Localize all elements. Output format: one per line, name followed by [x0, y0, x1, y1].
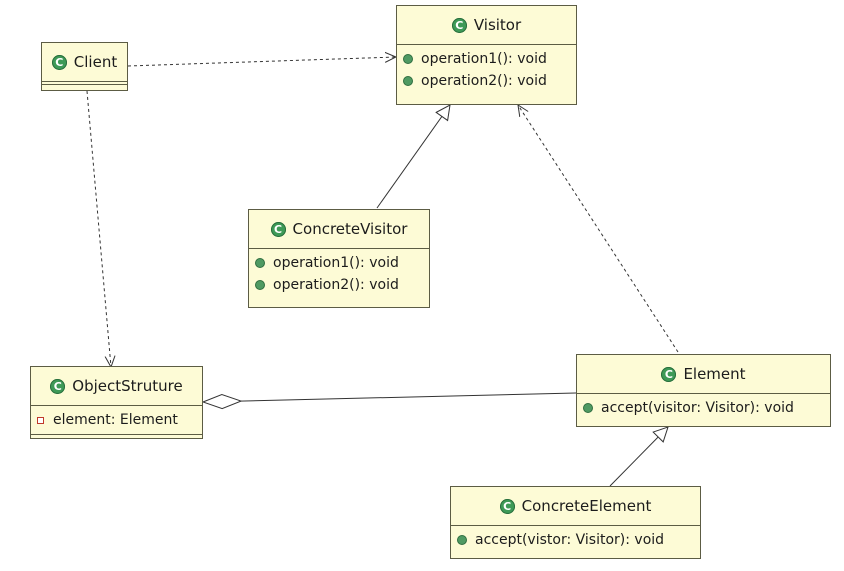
class-client-name: Client — [73, 53, 118, 71]
class-concrete-element-methods: accept(vistor: Visitor): void — [451, 526, 700, 554]
field-label: element: Element — [53, 412, 178, 428]
method-label: operation1(): void — [273, 255, 399, 271]
public-method-icon — [255, 280, 265, 290]
method-label: accept(vistor: Visitor): void — [475, 532, 665, 548]
class-object-structure-header: C ObjectStruture — [31, 367, 202, 406]
public-method-icon — [255, 258, 265, 268]
class-element-name: Element — [683, 365, 746, 383]
method-row: operation1(): void — [255, 252, 423, 274]
public-method-icon — [403, 54, 413, 64]
class-client-methods — [42, 85, 127, 87]
class-client-header: C Client — [42, 43, 127, 82]
class-client[interactable]: C Client — [41, 42, 128, 91]
class-icon: C — [451, 17, 467, 33]
method-row: operation2(): void — [255, 274, 423, 296]
class-icon: C — [499, 498, 515, 514]
method-row: accept(visitor: Visitor): void — [583, 397, 824, 419]
class-concrete-visitor-header: C ConcreteVisitor — [249, 210, 429, 249]
public-method-icon — [457, 535, 467, 545]
dependency-client-objectstructure — [86, 90, 111, 367]
class-visitor-methods: operation1(): void operation2(): void — [397, 45, 576, 95]
class-element-header: C Element — [577, 355, 830, 394]
public-method-icon — [583, 403, 593, 413]
class-object-structure[interactable]: C ObjectStruture element: Element — [30, 366, 203, 439]
class-object-structure-fields: element: Element — [31, 406, 202, 435]
method-row: operation2(): void — [403, 70, 570, 92]
class-visitor-name: Visitor — [473, 16, 522, 34]
class-concrete-element-header: C ConcreteElement — [451, 487, 700, 526]
class-concrete-visitor[interactable]: C ConcreteVisitor operation1(): void ope… — [248, 209, 430, 308]
class-icon: C — [661, 366, 677, 382]
field-row: element: Element — [37, 409, 196, 431]
class-icon: C — [270, 221, 286, 237]
class-visitor[interactable]: C Visitor operation1(): void operation2(… — [396, 5, 577, 105]
class-object-structure-name: ObjectStruture — [72, 377, 183, 395]
class-icon: C — [50, 378, 66, 394]
class-concrete-visitor-methods: operation1(): void operation2(): void — [249, 249, 429, 299]
method-label: operation2(): void — [421, 73, 547, 89]
dependency-element-visitor — [518, 105, 679, 353]
class-icon: C — [51, 54, 67, 70]
class-concrete-element[interactable]: C ConcreteElement accept(vistor: Visitor… — [450, 486, 701, 559]
method-label: operation1(): void — [421, 51, 547, 67]
class-concrete-visitor-name: ConcreteVisitor — [292, 220, 408, 238]
public-method-icon — [403, 76, 413, 86]
class-visitor-header: C Visitor — [397, 6, 576, 45]
class-element-methods: accept(visitor: Visitor): void — [577, 394, 830, 422]
class-concrete-element-name: ConcreteElement — [521, 497, 652, 515]
method-label: operation2(): void — [273, 277, 399, 293]
private-field-icon — [37, 416, 44, 424]
class-client-fields — [42, 82, 127, 85]
dependency-client-visitor — [127, 57, 396, 67]
method-row: operation1(): void — [403, 48, 570, 70]
aggregation-objectstructure-element — [203, 392, 577, 402]
method-label: accept(visitor: Visitor): void — [601, 400, 794, 416]
class-element[interactable]: C Element accept(visitor: Visitor): void — [576, 354, 831, 427]
generalization-concreteelement-element — [609, 427, 668, 487]
generalization-concretevisitor-visitor — [376, 105, 450, 209]
method-row: accept(vistor: Visitor): void — [457, 529, 694, 551]
